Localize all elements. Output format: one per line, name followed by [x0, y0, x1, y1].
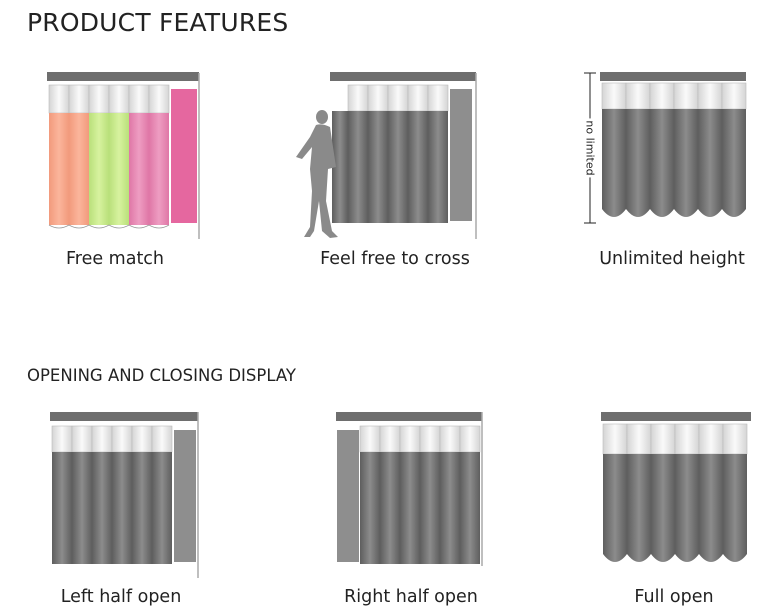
right-half-open-illustration	[333, 410, 488, 570]
opening-closing-heading: OPENING AND CLOSING DISPLAY	[27, 366, 297, 385]
no-limited-annotation: no limited	[583, 118, 597, 178]
free-match-illustration	[47, 71, 205, 241]
left-half-open-caption: Left half open	[60, 587, 182, 607]
feel-free-to-cross-caption: Feel free to cross	[320, 249, 470, 269]
free-match-caption: Free match	[65, 249, 165, 269]
unlimited-height-illustration: no limited	[570, 70, 755, 230]
right-half-open-caption: Right half open	[344, 587, 478, 607]
full-open-caption: Full open	[634, 587, 714, 607]
unlimited-height-caption: Unlimited height	[599, 249, 745, 269]
feel-free-to-cross-illustration	[292, 71, 482, 243]
product-features-heading: PRODUCT FEATURES	[27, 8, 289, 37]
full-open-illustration	[598, 410, 758, 575]
left-half-open-illustration	[49, 410, 204, 580]
